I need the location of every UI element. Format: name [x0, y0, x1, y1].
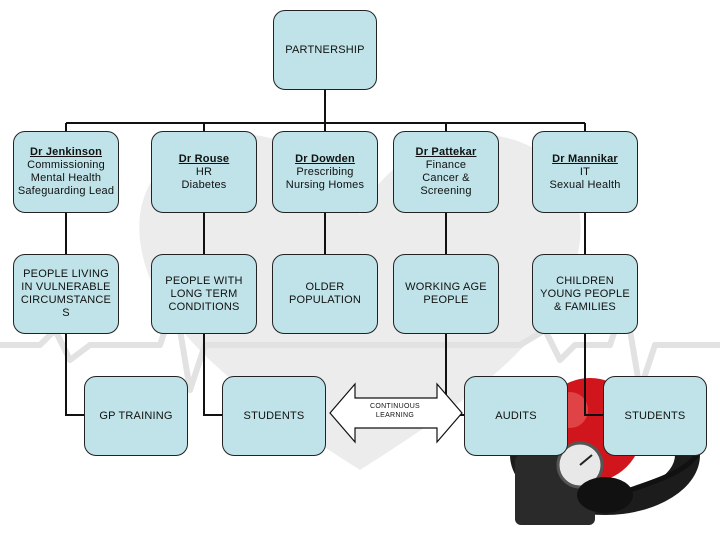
population-line: YOUNG PEOPLE — [540, 287, 630, 300]
population-line: & FAMILIES — [554, 300, 616, 313]
gp-training-box: GP TRAINING — [84, 376, 188, 456]
lead-role: Cancer & — [422, 172, 470, 184]
audits-label: AUDITS — [495, 409, 537, 422]
students-label: STUDENTS — [624, 409, 686, 422]
pop-students-right-link — [584, 333, 603, 416]
arrow-line: CONTINUOUS — [369, 403, 421, 410]
population-line: OLDER — [305, 281, 345, 293]
lead-role: Diabetes — [181, 178, 227, 191]
lead-role: Commissioning — [27, 159, 105, 171]
lead-role: Nursing Homes — [285, 178, 365, 191]
population-line: S — [62, 307, 70, 319]
lead-name: Dr Dowden — [295, 152, 355, 165]
population-line: CONDITIONS — [168, 300, 240, 313]
population-line: POPULATION — [288, 294, 362, 306]
audits-box: AUDITS — [464, 376, 568, 456]
population-line: PEOPLE — [423, 294, 469, 306]
arrow-line: LEARNING — [375, 412, 415, 419]
population-box-older: OLDER POPULATION — [272, 254, 378, 334]
pop-gp-training-link — [65, 333, 84, 416]
lead-role: Screening — [420, 185, 472, 197]
lead-name: Dr Mannikar — [552, 152, 618, 165]
students-label: STUDENTS — [243, 409, 305, 422]
lead-name: Dr Rouse — [178, 152, 230, 165]
continuous-learning-label: CONTINUOUS LEARNING — [350, 402, 440, 420]
population-box-children: CHILDREN YOUNG PEOPLE & FAMILIES — [532, 254, 638, 334]
partnership-box: PARTNERSHIP — [273, 10, 377, 90]
population-box-vulnerable: PEOPLE LIVING IN VULNERABLE CIRCUMSTANCE… — [13, 254, 119, 334]
population-line: CIRCUMSTANCE — [20, 294, 112, 306]
lead-box-dowden: Dr Dowden Prescribing Nursing Homes — [272, 131, 378, 213]
population-line: IN VULNERABLE — [21, 281, 111, 293]
lead-name: Dr Jenkinson — [29, 146, 103, 158]
continuous-learning-arrow — [329, 382, 463, 444]
lead-box-mannikar: Dr Mannikar IT Sexual Health — [532, 131, 638, 213]
lead-role: IT — [579, 165, 591, 178]
lead-role: Finance — [425, 159, 467, 171]
lead-box-jenkinson: Dr Jenkinson Commissioning Mental Health… — [13, 131, 119, 213]
lead-role: Sexual Health — [549, 178, 621, 191]
population-line: PEOPLE LIVING — [23, 268, 109, 280]
lead-box-rouse: Dr Rouse HR Diabetes — [151, 131, 257, 213]
population-line: WORKING AGE — [405, 281, 487, 293]
lead-role: Mental Health — [30, 172, 102, 184]
population-box-working-age: WORKING AGE PEOPLE — [393, 254, 499, 334]
population-line: PEOPLE WITH — [165, 274, 243, 287]
lead-name: Dr Pattekar — [415, 146, 477, 158]
lead-role: Prescribing — [296, 165, 354, 178]
pop-students-link — [203, 333, 222, 416]
students-box-right: STUDENTS — [603, 376, 707, 456]
students-box-left: STUDENTS — [222, 376, 326, 456]
population-line: LONG TERM — [170, 287, 238, 300]
lead-role: HR — [195, 165, 213, 178]
population-box-long-term: PEOPLE WITH LONG TERM CONDITIONS — [151, 254, 257, 334]
population-line: CHILDREN — [556, 274, 614, 287]
lead-box-pattekar: Dr Pattekar Finance Cancer & Screening — [393, 131, 499, 213]
lead-role: Safeguarding Lead — [17, 185, 115, 197]
partnership-label: PARTNERSHIP — [285, 43, 365, 56]
gp-training-label: GP TRAINING — [99, 409, 173, 422]
